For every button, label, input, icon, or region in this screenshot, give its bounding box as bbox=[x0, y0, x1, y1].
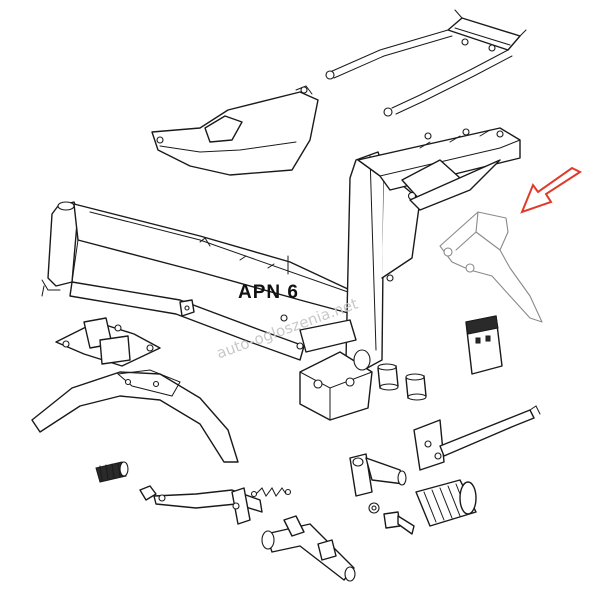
footpeg-rubber bbox=[415, 479, 477, 527]
main-frame bbox=[41, 127, 521, 421]
luggage-rack bbox=[325, 9, 527, 117]
red-arrow bbox=[520, 166, 583, 214]
pivot-shaft bbox=[261, 515, 356, 582]
bolt bbox=[368, 502, 415, 535]
fork-bracket bbox=[55, 317, 161, 367]
brake-pedal bbox=[139, 485, 263, 525]
rear-mudguard-bracket bbox=[439, 211, 543, 323]
plate-text: APN 6 bbox=[238, 282, 299, 303]
tank-cover bbox=[151, 85, 319, 176]
small-plate bbox=[465, 315, 503, 375]
rubber-grip-small bbox=[95, 461, 129, 483]
bushings bbox=[377, 363, 427, 401]
spring bbox=[250, 487, 292, 498]
front-mudguard bbox=[31, 369, 239, 463]
kickstand bbox=[413, 405, 541, 471]
footpeg-mount bbox=[349, 453, 407, 497]
frame-plate: APN 6 bbox=[238, 255, 299, 303]
